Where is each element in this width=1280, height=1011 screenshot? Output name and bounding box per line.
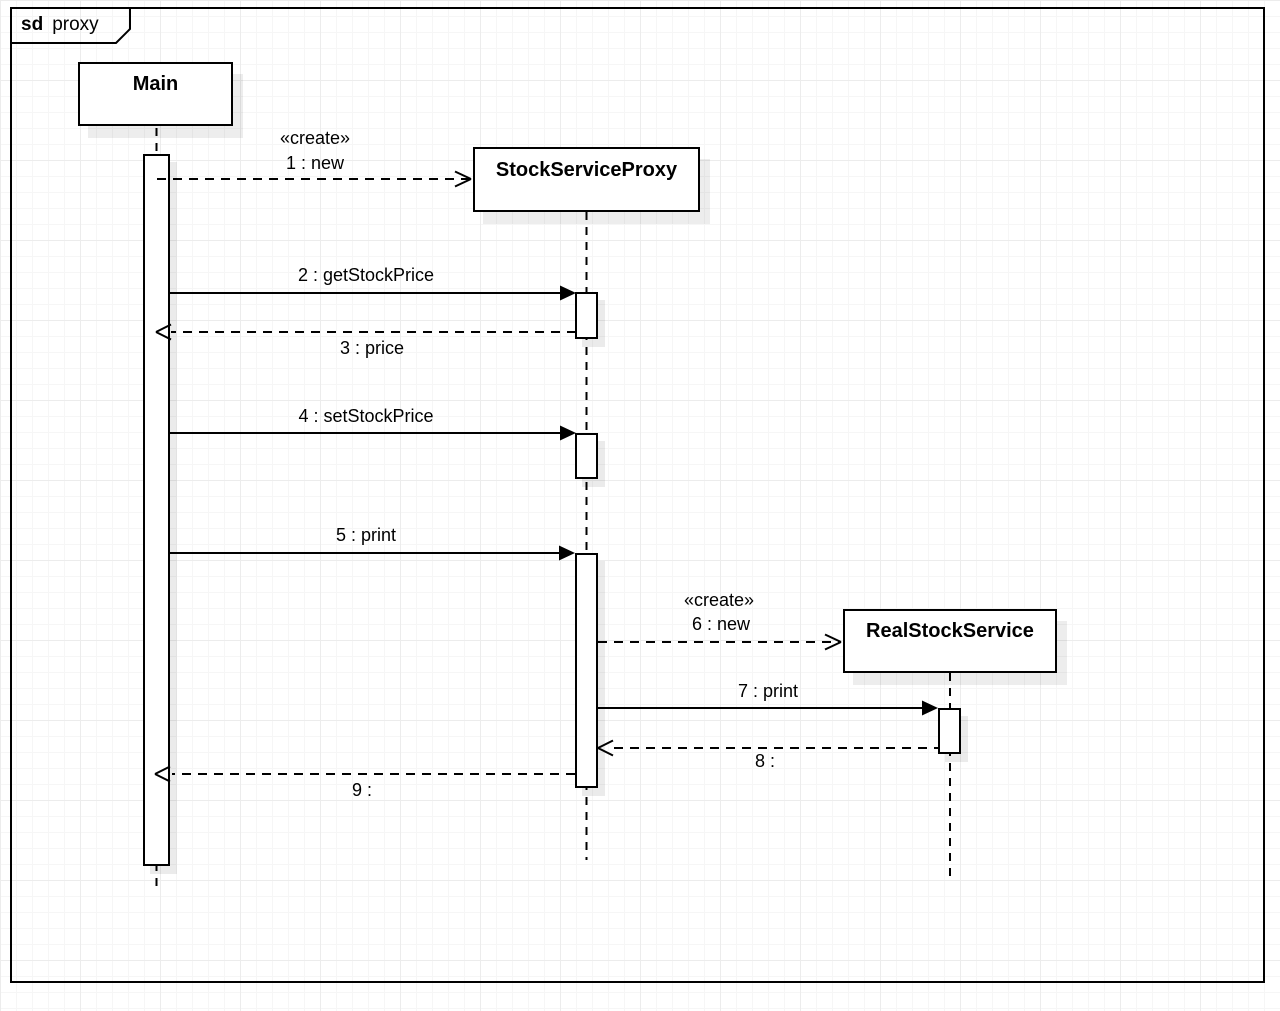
message-label-6: 6 : new [691, 614, 751, 635]
activation-bar-proxy-2 [575, 433, 598, 479]
frame-keyword: sd [21, 14, 44, 35]
message-label-9: 9 : [351, 780, 373, 801]
frame-title: proxy [52, 14, 99, 35]
activation-bar-proxy-1 [575, 292, 598, 339]
participant-box-stockserviceproxy: StockServiceProxy [473, 147, 700, 212]
message-label-7: 7 : print [737, 681, 799, 702]
participant-label-realstockservice: RealStockService [866, 620, 1034, 642]
participant-label-main: Main [132, 73, 179, 95]
message-label-1: 1 : new [285, 153, 345, 174]
activation-bar-real [938, 708, 961, 754]
message-label-3: 3 : price [339, 338, 405, 359]
message-label-5: 5 : print [335, 525, 397, 546]
message-label-2: 2 : getStockPrice [297, 265, 435, 286]
message-stereotype-1: «create» [279, 128, 351, 149]
message-label-8: 8 : [754, 751, 776, 772]
frame-border [10, 7, 1265, 983]
frame-label-tab [10, 7, 131, 44]
activation-bar-main [143, 154, 170, 866]
frame-label: sd proxy [10, 7, 133, 43]
participant-box-realstockservice: RealStockService [843, 609, 1057, 673]
activation-bar-proxy-3 [575, 553, 598, 788]
participant-label-stockserviceproxy: StockServiceProxy [495, 158, 678, 181]
message-label-4: 4 : setStockPrice [298, 406, 434, 427]
message-stereotype-6: «create» [683, 590, 755, 611]
participant-box-main: Main [78, 62, 233, 126]
